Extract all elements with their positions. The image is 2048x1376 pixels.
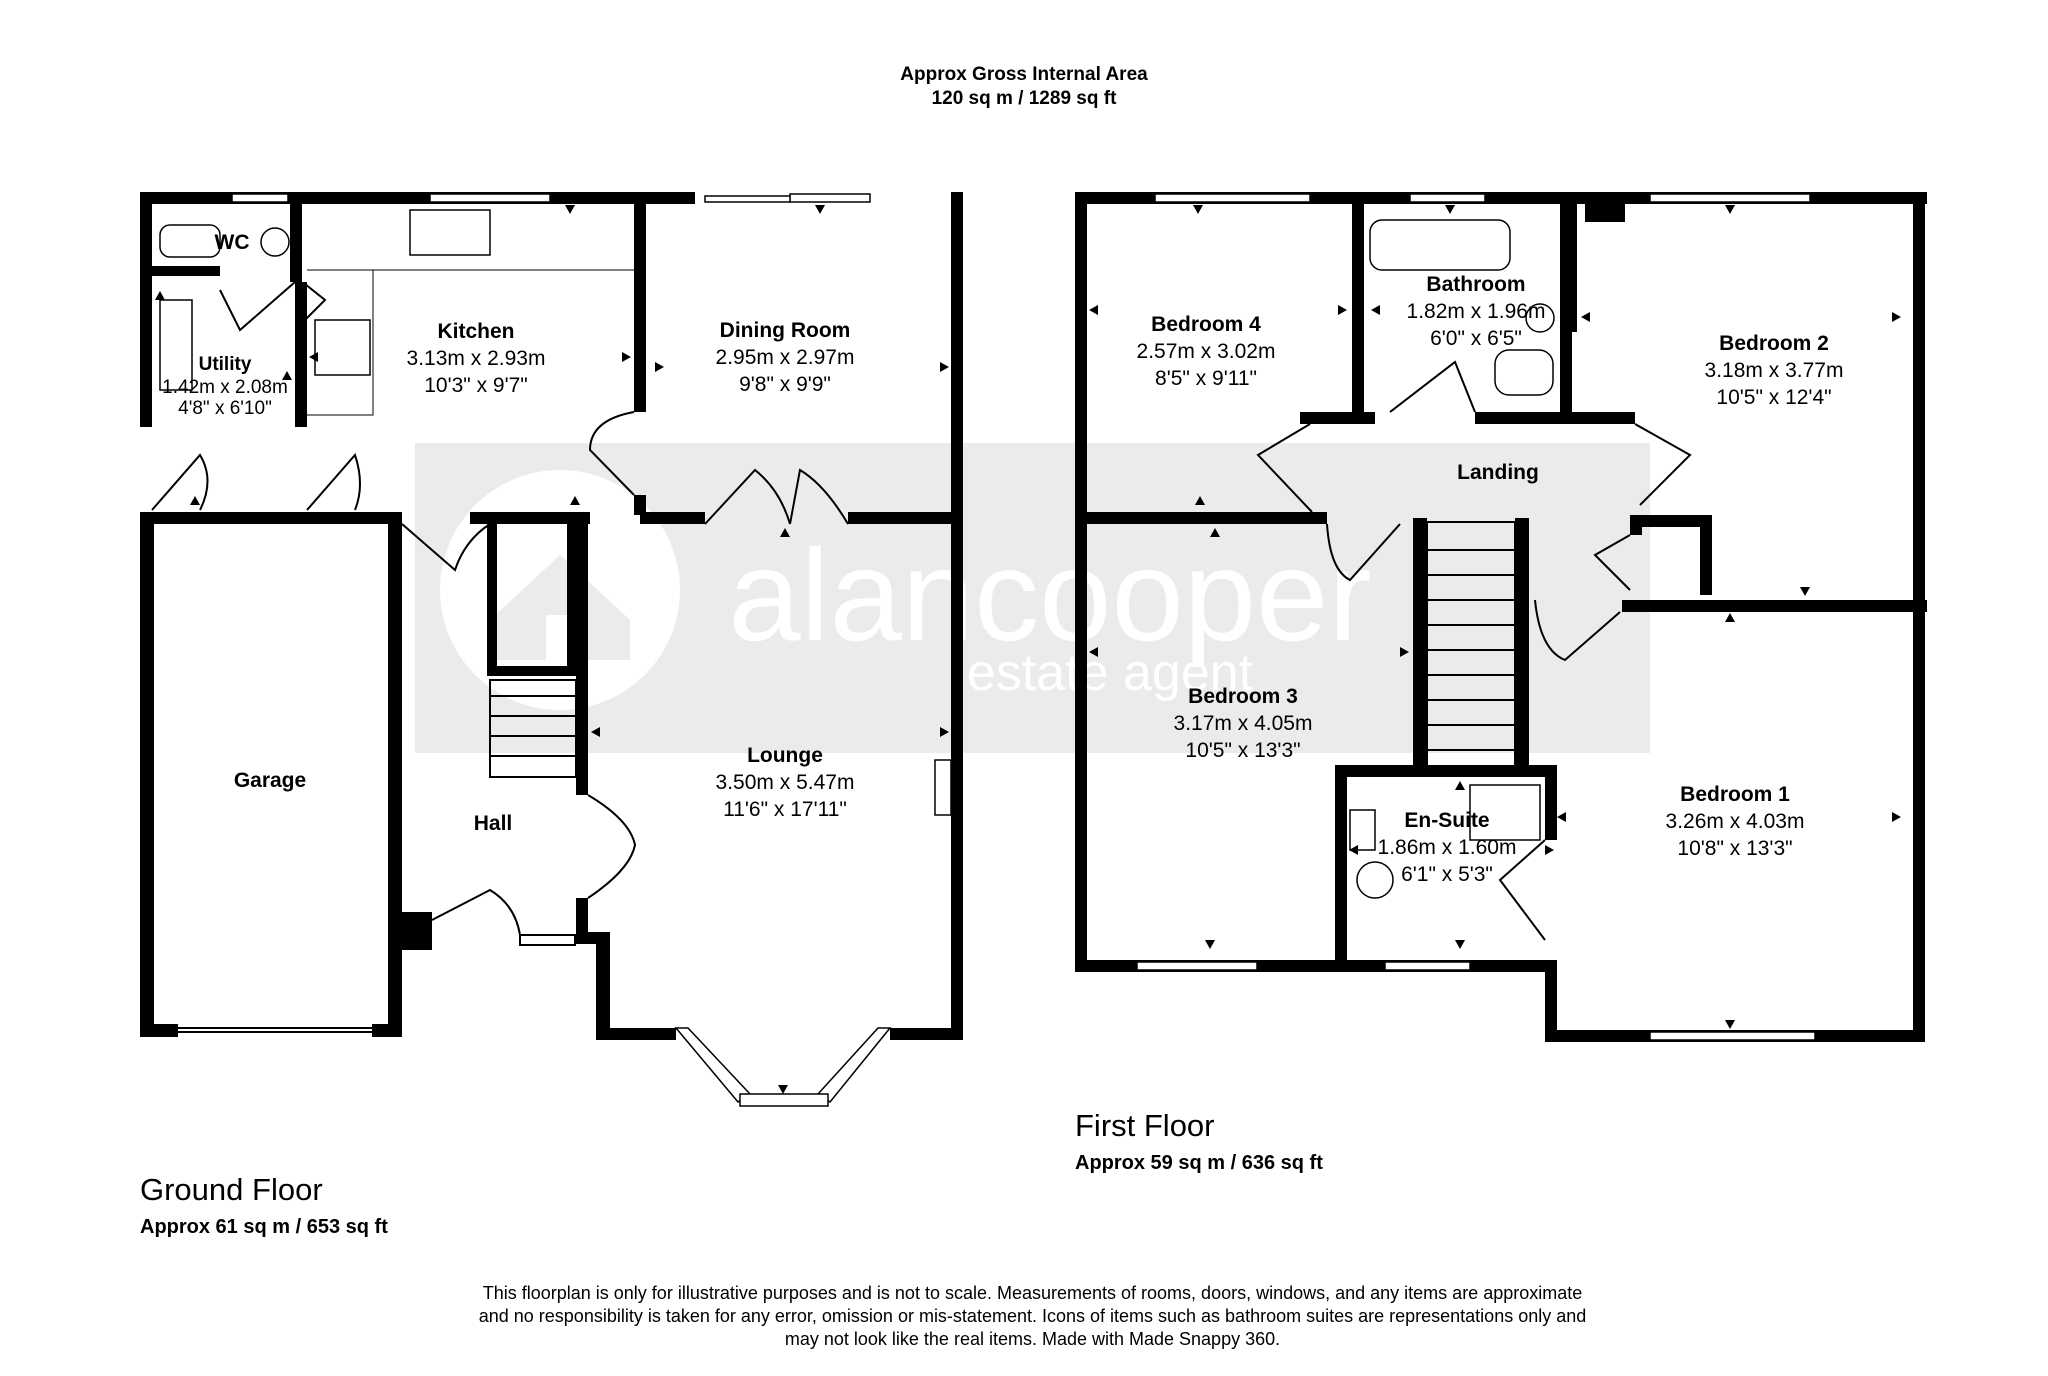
room-name-bedroom3: Bedroom 3 <box>1188 685 1298 708</box>
room-imperial-utility: 4'8" x 6'10" <box>178 398 272 419</box>
disclaimer-line-1: This floorplan is only for illustrative … <box>482 1283 1583 1303</box>
room-imperial-bedroom4: 8'5" x 9'11" <box>1155 367 1257 390</box>
hob-icon <box>314 319 371 376</box>
ground-floor-labels: WC Utility 1.42m x 2.08m 4'8" x 6'10" Ki… <box>162 231 854 835</box>
room-name-utility: Utility <box>199 354 252 375</box>
first-floor-labels: Bedroom 4 2.57m x 3.02m 8'5" x 9'11" Bat… <box>1137 273 1844 886</box>
room-imperial-kitchen: 10'3" x 9'7" <box>424 374 528 397</box>
room-name-hall: Hall <box>474 812 513 835</box>
wc-toilet-icon <box>159 224 221 258</box>
room-name-ensuite: En-Suite <box>1404 809 1489 832</box>
ensuite-toilet-icon <box>1349 809 1376 851</box>
disclaimer-line-3: may not look like the real items. Made w… <box>784 1329 1281 1349</box>
fireplace-icon <box>934 759 952 816</box>
first-floor-title: First Floor <box>1075 1108 1215 1143</box>
room-metric-ensuite: 1.86m x 1.60m <box>1378 836 1517 859</box>
room-name-bathroom: Bathroom <box>1426 273 1525 296</box>
utility-sink-icon <box>159 299 193 391</box>
first-floor-stairs <box>1426 521 1516 768</box>
shower-icon <box>1469 784 1541 841</box>
watermark-brand: alancooper <box>728 522 1371 668</box>
room-metric-lounge: 3.50m x 5.47m <box>716 771 855 794</box>
bathroom-basin-icon <box>1525 303 1555 333</box>
ground-floor-area: Approx 61 sq m / 653 sq ft <box>140 1216 388 1238</box>
kitchen-sink-icon <box>409 209 491 256</box>
room-name-dining: Dining Room <box>720 319 851 342</box>
room-name-kitchen: Kitchen <box>437 320 514 343</box>
room-name-wc: WC <box>215 231 250 254</box>
room-imperial-ensuite: 6'1" x 5'3" <box>1401 863 1493 886</box>
room-imperial-dining: 9'8" x 9'9" <box>739 373 831 396</box>
first-floor-area: Approx 59 sq m / 636 sq ft <box>1075 1152 1323 1174</box>
disclaimer-line-2: and no responsibility is taken for any e… <box>478 1306 1587 1326</box>
room-metric-bedroom1: 3.26m x 4.03m <box>1666 810 1805 833</box>
first-floor-plan <box>1075 192 1927 1042</box>
disclaimer: This floorplan is only for illustrative … <box>360 1282 1705 1351</box>
room-imperial-lounge: 11'6" x 17'11" <box>723 798 847 821</box>
room-metric-bathroom: 1.82m x 1.96m <box>1407 300 1546 323</box>
room-name-garage: Garage <box>234 769 306 792</box>
ground-floor-title: Ground Floor <box>140 1172 323 1207</box>
room-metric-bedroom3: 3.17m x 4.05m <box>1174 712 1313 735</box>
gross-area-value: 120 sq m / 1289 sq ft <box>931 88 1117 109</box>
room-imperial-bedroom2: 10'5" x 12'4" <box>1716 386 1831 409</box>
room-metric-dining: 2.95m x 2.97m <box>716 346 855 369</box>
ground-stairs <box>489 679 577 778</box>
watermark: alancooper estate agent <box>415 443 1650 753</box>
room-metric-utility: 1.42m x 2.08m <box>162 377 288 398</box>
ground-floor-plan <box>140 192 963 1107</box>
gross-area-heading: Approx Gross Internal Area <box>900 64 1148 85</box>
room-name-bedroom4: Bedroom 4 <box>1151 313 1261 336</box>
ensuite-basin-icon <box>1356 861 1394 899</box>
bathroom-toilet-icon <box>1494 349 1554 396</box>
bath-icon <box>1369 219 1511 271</box>
room-metric-bedroom2: 3.18m x 3.77m <box>1705 359 1844 382</box>
room-imperial-bedroom3: 10'5" x 13'3" <box>1185 739 1300 762</box>
room-name-lounge: Lounge <box>747 744 823 767</box>
wc-basin-icon <box>260 227 290 257</box>
room-imperial-bedroom1: 10'8" x 13'3" <box>1677 837 1792 860</box>
room-imperial-bathroom: 6'0" x 6'5" <box>1430 327 1522 350</box>
room-name-bedroom1: Bedroom 1 <box>1680 783 1790 806</box>
room-name-landing: Landing <box>1457 461 1539 484</box>
room-name-bedroom2: Bedroom 2 <box>1719 332 1829 355</box>
room-metric-bedroom4: 2.57m x 3.02m <box>1137 340 1276 363</box>
watermark-tagline: estate agent <box>967 644 1254 702</box>
room-metric-kitchen: 3.13m x 2.93m <box>407 347 546 370</box>
